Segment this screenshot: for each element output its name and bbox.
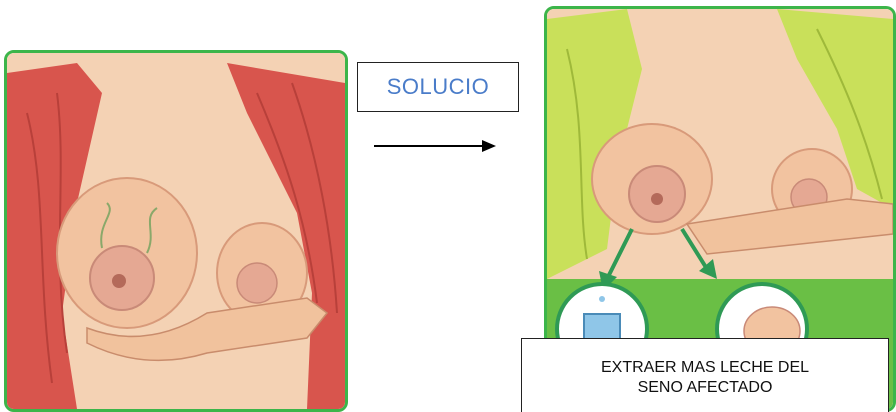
caption-box: EXTRAER MAS LECHE DEL SENO AFECTADO — [521, 338, 889, 412]
solution-box: SOLUCIO — [357, 62, 519, 112]
caption-line-2: SENO AFECTADO — [638, 378, 773, 398]
breast-with-red-shirt-image — [7, 53, 345, 409]
problem-illustration — [4, 50, 348, 412]
right-arrow-icon — [374, 138, 496, 154]
solution-label: SOLUCIO — [387, 74, 490, 100]
caption-line-1: EXTRAER MAS LECHE DEL — [601, 358, 809, 378]
